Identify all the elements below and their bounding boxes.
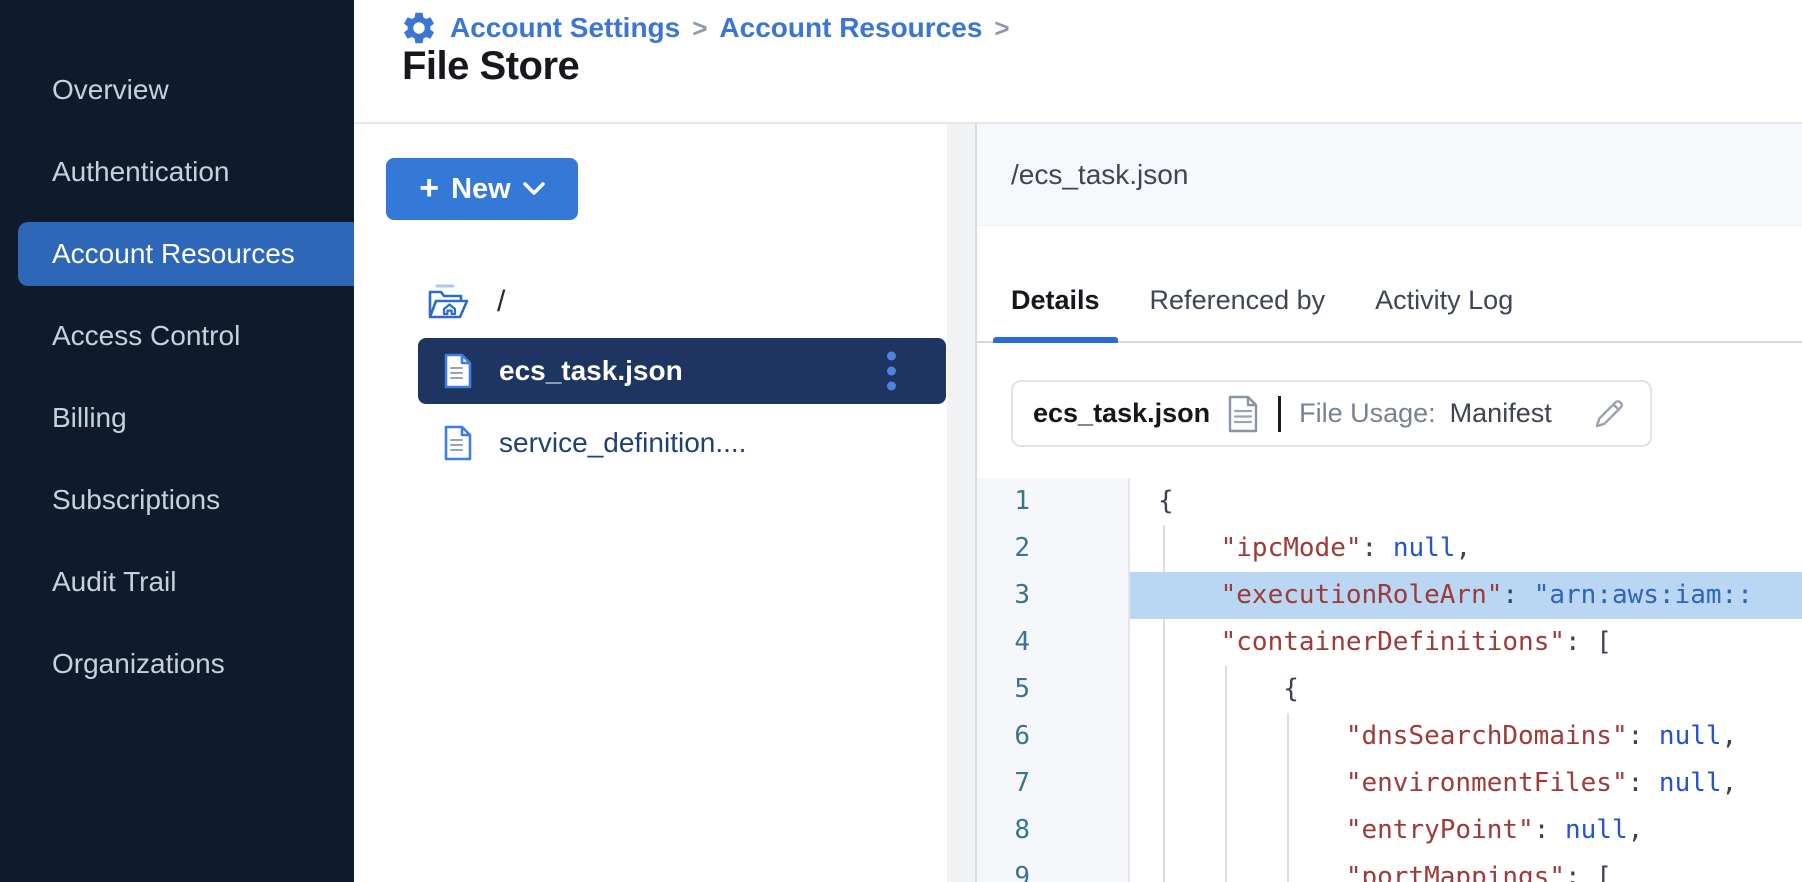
plus-icon: + xyxy=(419,168,440,207)
line-number: 5 xyxy=(977,666,1130,713)
indent-guide xyxy=(1287,713,1289,882)
code-line-5: 5 { xyxy=(977,666,1802,713)
breadcrumb-link-account-resources[interactable]: Account Resources xyxy=(719,12,983,43)
file-name: ecs_task.json xyxy=(499,355,683,386)
line-number: 7 xyxy=(977,760,1130,807)
code-line-6: 6 "dnsSearchDomains": null, xyxy=(977,713,1802,760)
breadcrumb-separator: > xyxy=(692,12,708,43)
code-text: "entryPoint": null, xyxy=(1345,815,1644,845)
code-line-3: 3 "executionRoleArn": "arn:aws:iam:: xyxy=(977,572,1802,619)
code-text: "environmentFiles": null, xyxy=(1345,768,1738,798)
file-info-box: ecs_task.json File Usage: Manifest xyxy=(1011,380,1652,447)
sidebar-item-audit-trail[interactable]: Audit Trail xyxy=(52,566,177,597)
sidebar-item-subscriptions[interactable]: Subscriptions xyxy=(52,484,221,515)
sidebar-item-organizations[interactable]: Organizations xyxy=(52,648,225,679)
file-usage-label: File Usage: xyxy=(1299,398,1436,428)
breadcrumb-link-account-settings[interactable]: Account Settings xyxy=(450,12,681,43)
kebab-menu-icon[interactable] xyxy=(883,348,900,395)
folder-home-icon xyxy=(425,281,471,323)
file-list: ecs_task.json service_definition.... xyxy=(418,338,946,482)
file-store-panel: + New / ecs_task.json service_definition.… xyxy=(354,124,947,882)
code-line-7: 7 "environmentFiles": null, xyxy=(977,760,1802,807)
new-button[interactable]: + New xyxy=(386,158,578,220)
file-icon xyxy=(443,352,473,390)
code-line-9: 9 "portMappings": [ xyxy=(977,854,1802,882)
sidebar-item-billing[interactable]: Billing xyxy=(52,402,127,433)
file-info-name: ecs_task.json xyxy=(1033,398,1211,428)
line-number: 2 xyxy=(977,525,1130,572)
code-text: "executionRoleArn": "arn:aws:iam:: xyxy=(1130,572,1802,619)
line-number: 1 xyxy=(977,478,1130,525)
code-text: "dnsSearchDomains": null, xyxy=(1345,721,1738,751)
breadcrumb: Account Settings > Account Resources > xyxy=(400,8,1010,48)
indent-guide xyxy=(1163,525,1165,882)
sidebar-item-access-control[interactable]: Access Control xyxy=(52,320,241,351)
breadcrumb-separator: > xyxy=(994,12,1010,43)
code-text: "portMappings": [ xyxy=(1345,862,1612,882)
page-title: File Store xyxy=(402,44,580,88)
sidebar-item-overview[interactable]: Overview xyxy=(52,74,169,105)
tab-activity-log[interactable]: Activity Log xyxy=(1375,285,1514,315)
code-line-1: 1{ xyxy=(977,478,1802,525)
document-icon xyxy=(1226,394,1260,434)
line-number: 8 xyxy=(977,807,1130,854)
line-number: 9 xyxy=(977,854,1130,882)
file-row-service-definition[interactable]: service_definition.... xyxy=(418,410,946,476)
root-folder-row[interactable]: / xyxy=(425,281,505,323)
tab-referenced-by[interactable]: Referenced by xyxy=(1149,285,1326,315)
new-button-label: New xyxy=(451,172,511,205)
root-folder-label: / xyxy=(497,285,506,318)
code-viewer: 1{2 "ipcMode": null,3 "executionRoleArn"… xyxy=(977,478,1802,882)
code-text: { xyxy=(1158,674,1299,704)
code-line-4: 4 "containerDefinitions": [ xyxy=(977,619,1802,666)
file-name: service_definition.... xyxy=(499,427,747,458)
line-number: 4 xyxy=(977,619,1130,666)
code-text: "ipcMode": null, xyxy=(1220,533,1472,563)
chevron-down-icon xyxy=(523,182,545,196)
file-row-ecs-task-json[interactable]: ecs_task.json xyxy=(418,338,946,404)
indent-guide xyxy=(1225,666,1227,882)
line-number: 3 xyxy=(977,572,1130,619)
gear-icon xyxy=(400,9,438,47)
line-number: 6 xyxy=(977,713,1130,760)
edit-pencil-icon[interactable] xyxy=(1588,393,1630,435)
page-header: Account Settings > Account Resources > File… xyxy=(354,0,1802,124)
code-text: { xyxy=(1158,486,1174,516)
panel-divider xyxy=(975,124,977,882)
vertical-separator xyxy=(1278,395,1282,432)
file-path-bar: /ecs_task.json xyxy=(977,124,1802,226)
file-path: /ecs_task.json xyxy=(1011,158,1189,190)
code-line-8: 8 "entryPoint": null, xyxy=(977,807,1802,854)
tab-details[interactable]: Details xyxy=(993,226,1118,343)
file-usage-value: Manifest xyxy=(1449,398,1552,428)
sidebar-item-authentication[interactable]: Authentication xyxy=(52,156,230,187)
code-text: "containerDefinitions": [ xyxy=(1220,627,1612,657)
sidebar-item-account-resources[interactable]: Account Resources xyxy=(18,222,354,286)
file-panel-scrollbar[interactable] xyxy=(947,124,975,882)
code-line-2: 2 "ipcMode": null, xyxy=(977,525,1802,572)
file-icon xyxy=(443,424,473,462)
